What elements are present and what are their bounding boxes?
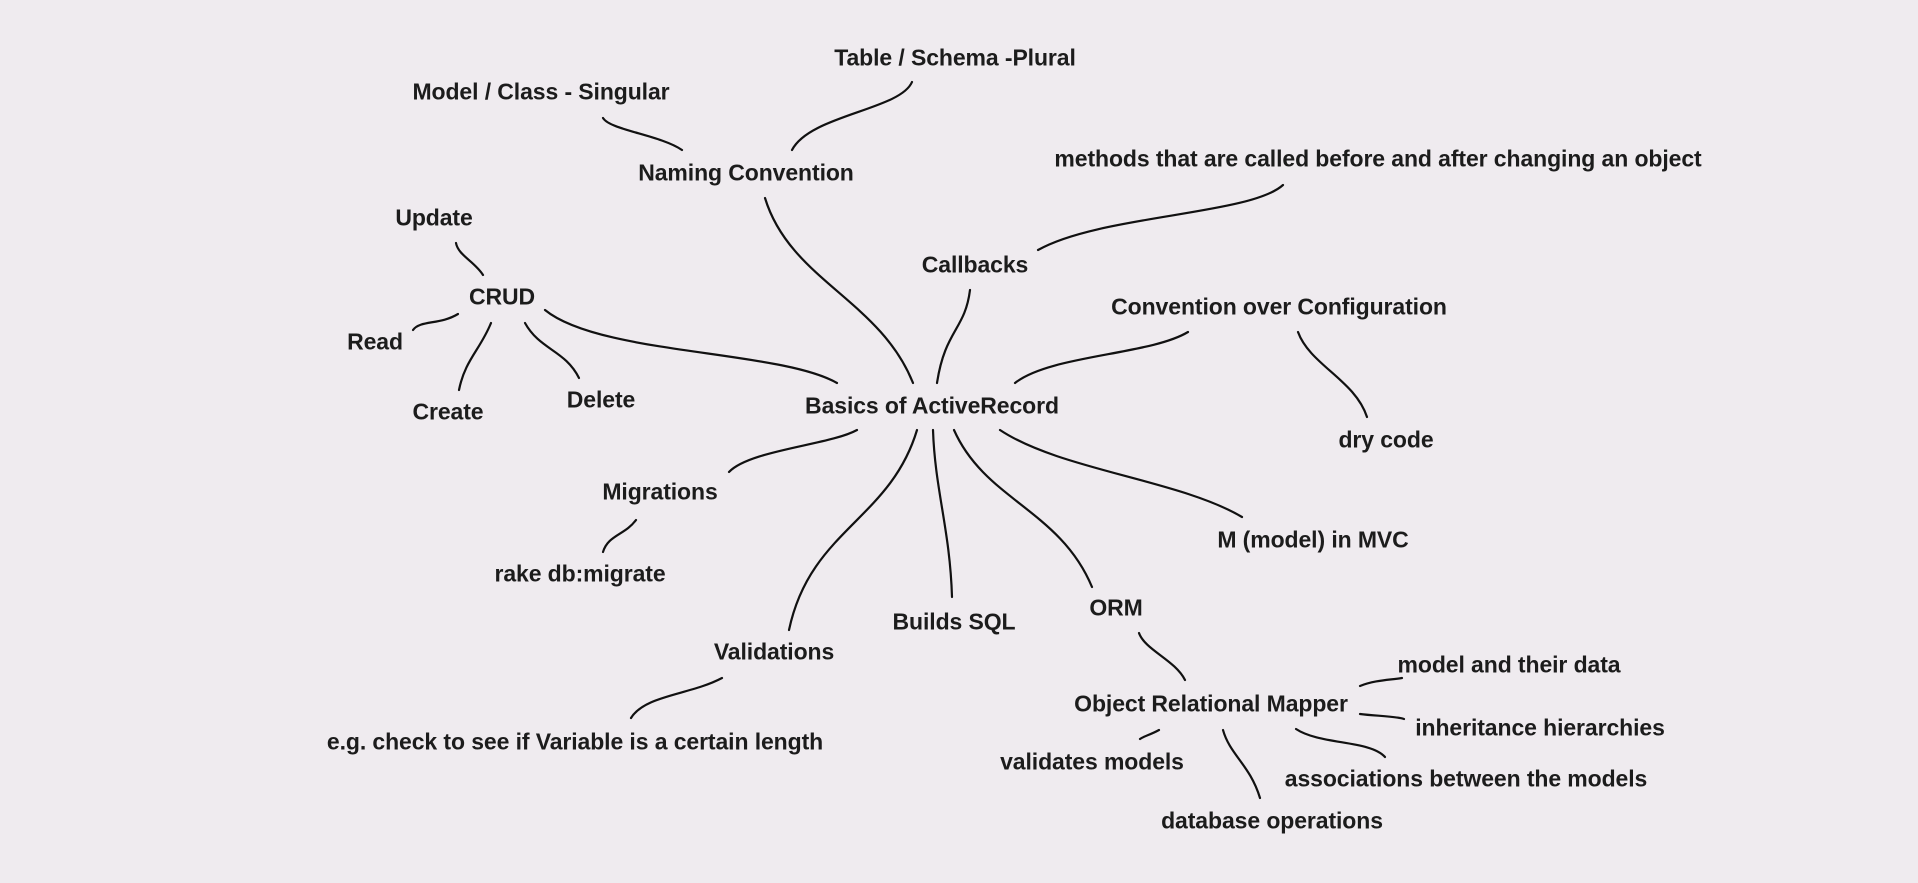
edge-root-mvc — [998, 428, 1244, 519]
edge-validations-eg — [629, 676, 724, 720]
node-create[interactable]: Create — [412, 398, 484, 425]
node-validations[interactable]: Validations — [713, 638, 835, 665]
edge-root-coc — [1013, 330, 1190, 385]
edge-crud-update — [454, 241, 485, 277]
edge-orm-dbops — [1221, 728, 1262, 800]
edge-crud-read — [411, 312, 460, 332]
edge-root-sql — [931, 428, 954, 599]
edge-root-validations — [787, 428, 919, 632]
node-model-and-their-data[interactable]: model and their data — [1397, 651, 1621, 678]
edge-orm-full — [1137, 631, 1187, 682]
node-builds-sql[interactable]: Builds SQL — [892, 608, 1016, 635]
node-convention-over-configuration[interactable]: Convention over Configuration — [1111, 293, 1447, 320]
edge-root-orm — [952, 428, 1094, 589]
node-callbacks[interactable]: Callbacks — [921, 251, 1029, 278]
node-dry-code[interactable]: dry code — [1338, 426, 1434, 453]
node-rake-db-migrate[interactable]: rake db:migrate — [494, 560, 666, 587]
node-read[interactable]: Read — [347, 328, 403, 355]
node-callbacks-description[interactable]: methods that are called before and after… — [1054, 145, 1702, 172]
node-model-class-singular[interactable]: Model / Class - Singular — [412, 78, 670, 105]
edge-root-migrations — [727, 428, 859, 474]
edge-migrations-rake — [601, 518, 638, 554]
node-model-in-mvc[interactable]: M (model) in MVC — [1217, 526, 1409, 553]
node-table-schema-plural[interactable]: Table / Schema -Plural — [834, 44, 1076, 71]
root-node-basics-of-activerecord[interactable]: Basics of ActiveRecord — [805, 392, 1059, 419]
edge-crud-delete — [523, 321, 581, 380]
node-orm[interactable]: ORM — [1089, 594, 1143, 621]
node-migrations[interactable]: Migrations — [602, 478, 718, 505]
node-associations-between-models[interactable]: associations between the models — [1284, 765, 1648, 792]
node-database-operations[interactable]: database operations — [1161, 807, 1383, 834]
edge-root-naming — [763, 196, 915, 385]
node-crud[interactable]: CRUD — [468, 283, 536, 310]
node-validations-example[interactable]: e.g. check to see if Variable is a certa… — [326, 728, 824, 755]
node-update[interactable]: Update — [395, 204, 473, 231]
edge-callbacks-desc — [1036, 183, 1285, 252]
edge-orm-validates — [1138, 728, 1161, 741]
edge-naming-table — [790, 80, 914, 152]
edge-orm-data — [1358, 676, 1404, 688]
node-inheritance-hierarchies[interactable]: inheritance hierarchies — [1415, 714, 1665, 741]
edge-orm-assoc — [1294, 727, 1387, 759]
edge-root-crud — [543, 308, 839, 385]
edge-root-callbacks — [935, 288, 972, 385]
edge-coc-dry — [1296, 330, 1369, 419]
edge-naming-model — [601, 116, 684, 152]
edge-orm-inherit — [1358, 712, 1406, 721]
node-validates-models[interactable]: validates models — [1000, 748, 1184, 775]
node-naming-convention[interactable]: Naming Convention — [638, 159, 854, 186]
edge-crud-create — [457, 321, 493, 392]
node-object-relational-mapper[interactable]: Object Relational Mapper — [1074, 690, 1348, 717]
node-delete[interactable]: Delete — [566, 386, 636, 413]
